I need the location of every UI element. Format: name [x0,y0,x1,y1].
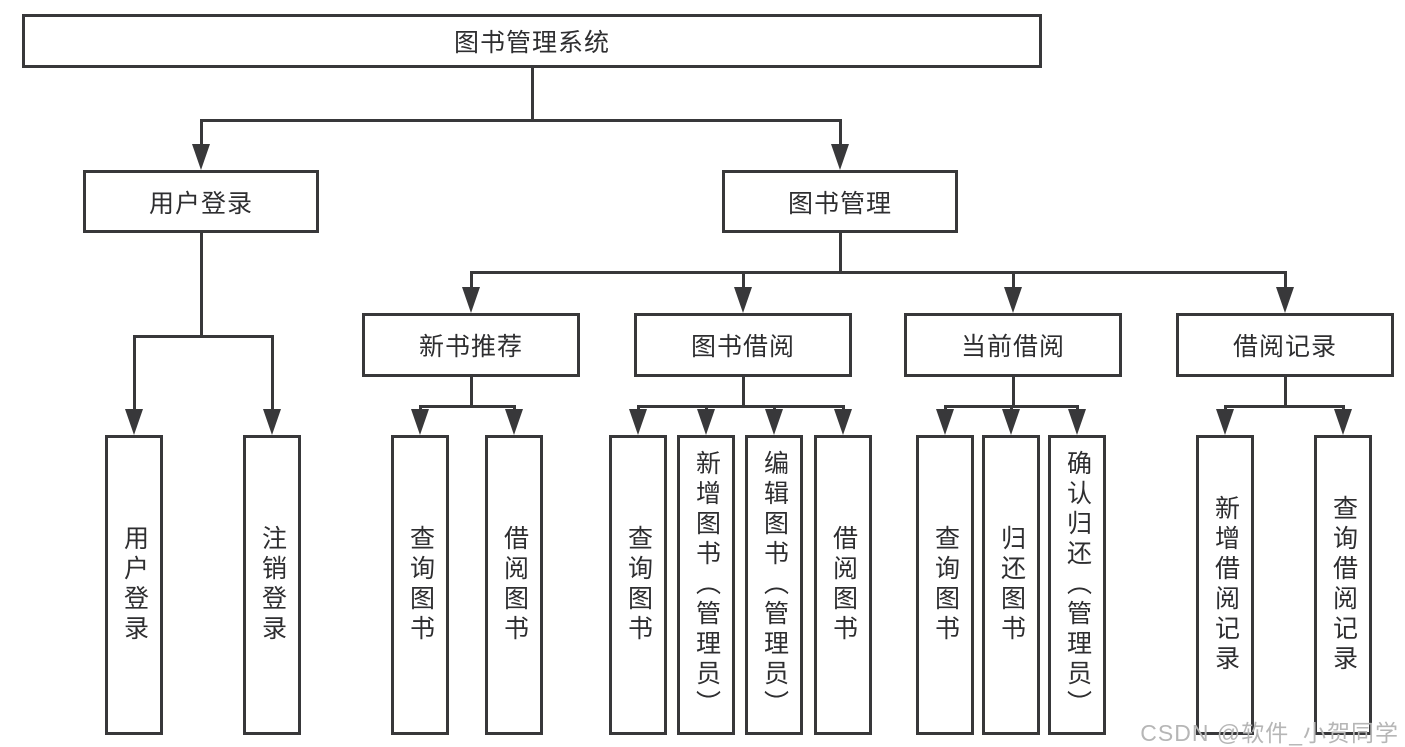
connector-branch-root [199,118,842,122]
connector-branch-borrow-record [1223,404,1345,408]
node-leaf-query-record: 查询借阅记录 [1314,435,1372,735]
arrow-down-icon [936,409,954,435]
csdn-watermark: CSDN @软件_小贺同学 [1140,720,1399,746]
node-leaf-confirm-return: 确认归还（管理员） [1048,435,1106,735]
node-label-leaf-borrow-book-2: 借阅图书 [829,525,858,645]
connector-drop-user-login-1 [270,336,274,409]
node-book-borrow: 图书借阅 [634,313,852,377]
connector-branch-user-login [132,334,274,338]
connector-drop-current-borrow-1 [1009,406,1013,409]
arrow-down-icon [834,409,852,435]
node-leaf-query-book-3: 查询图书 [916,435,974,735]
connector-drop-book-borrow-3 [841,406,845,409]
node-leaf-user-login: 用户登录 [105,435,163,735]
node-book-mgmt: 图书管理 [722,170,958,233]
connector-drop-current-borrow-2 [1075,406,1079,409]
connector-stem-new-book-rec [469,377,473,406]
connector-stem-root [530,68,534,120]
node-leaf-add-book: 新增图书（管理员） [677,435,735,735]
connector-drop-book-mgmt-1 [741,272,745,287]
connector-stem-borrow-record [1283,377,1287,406]
node-label-book-mgmt: 图书管理 [787,189,892,218]
node-label-leaf-query-book-3: 查询图书 [931,525,960,645]
connector-drop-root-0 [199,120,203,144]
arrow-down-icon [462,287,480,313]
arrow-down-icon [1216,409,1234,435]
connector-stem-user-login [199,233,203,336]
node-root: 图书管理系统 [22,14,1042,68]
node-leaf-query-book-1: 查询图书 [391,435,449,735]
node-borrow-record: 借阅记录 [1176,313,1394,377]
node-leaf-return-book: 归还图书 [982,435,1040,735]
node-label-book-borrow: 图书借阅 [690,333,795,361]
node-new-book-rec: 新书推荐 [362,313,580,377]
node-leaf-edit-book: 编辑图书（管理员） [745,435,803,735]
node-leaf-borrow-book-2: 借阅图书 [814,435,872,735]
connector-drop-new-book-rec-1 [512,406,516,409]
node-label-leaf-query-record: 查询借阅记录 [1329,495,1358,675]
node-label-leaf-edit-book: 编辑图书（管理员） [760,450,789,720]
node-label-leaf-return-book: 归还图书 [997,525,1026,645]
node-leaf-logout: 注销登录 [243,435,301,735]
connector-drop-book-borrow-0 [636,406,640,409]
connector-drop-book-mgmt-2 [1011,272,1015,287]
node-label-borrow-record: 借阅记录 [1232,333,1337,361]
connector-drop-book-borrow-2 [772,406,776,409]
connector-branch-new-book-rec [418,404,516,408]
node-user-login: 用户登录 [83,170,319,233]
node-leaf-query-book-2: 查询图书 [609,435,667,735]
connector-stem-book-mgmt [838,233,842,272]
arrow-down-icon [1068,409,1086,435]
arrow-down-icon [192,144,210,170]
arrow-down-icon [629,409,647,435]
connector-stem-book-borrow [741,377,745,406]
arrow-down-icon [263,409,281,435]
connector-drop-current-borrow-0 [943,406,947,409]
node-label-leaf-add-book: 新增图书（管理员） [692,450,721,720]
connector-drop-user-login-0 [132,336,136,409]
connector-drop-new-book-rec-0 [418,406,422,409]
arrow-down-icon [697,409,715,435]
node-label-user-login: 用户登录 [148,189,253,218]
arrow-down-icon [1334,409,1352,435]
connector-drop-book-mgmt-0 [469,272,473,287]
node-leaf-borrow-book-1: 借阅图书 [485,435,543,735]
node-label-new-book-rec: 新书推荐 [418,333,523,361]
node-leaf-add-record: 新增借阅记录 [1196,435,1254,735]
arrow-down-icon [1276,287,1294,313]
connector-branch-book-mgmt [469,270,1287,274]
arrow-down-icon [125,409,143,435]
connector-stem-current-borrow [1011,377,1015,406]
node-label-leaf-confirm-return: 确认归还（管理员） [1063,450,1092,720]
arrow-down-icon [734,287,752,313]
node-label-leaf-query-book-1: 查询图书 [406,525,435,645]
node-label-leaf-user-login: 用户登录 [120,525,149,645]
arrow-down-icon [831,144,849,170]
node-label-root: 图书管理系统 [453,29,610,57]
connector-drop-root-1 [838,120,842,144]
arrow-down-icon [765,409,783,435]
arrow-down-icon [1004,287,1022,313]
arrow-down-icon [1002,409,1020,435]
node-label-leaf-add-record: 新增借阅记录 [1211,495,1240,675]
node-label-leaf-logout: 注销登录 [258,525,287,645]
node-current-borrow: 当前借阅 [904,313,1122,377]
connector-drop-borrow-record-1 [1341,406,1345,409]
connector-drop-borrow-record-0 [1223,406,1227,409]
connector-branch-book-borrow [636,404,845,408]
node-label-current-borrow: 当前借阅 [960,333,1065,361]
node-label-leaf-borrow-book-1: 借阅图书 [500,525,529,645]
arrow-down-icon [505,409,523,435]
connector-drop-book-mgmt-3 [1283,272,1287,287]
node-label-leaf-query-book-2: 查询图书 [624,525,653,645]
arrow-down-icon [411,409,429,435]
connector-drop-book-borrow-1 [704,406,708,409]
